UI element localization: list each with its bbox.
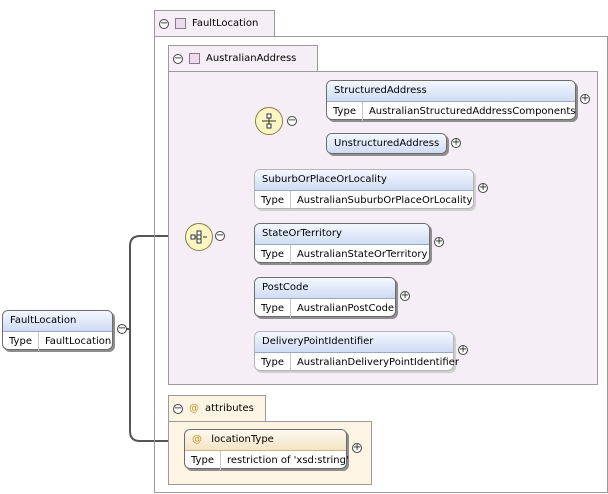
- expand-icon[interactable]: +: [451, 137, 461, 148]
- element-type-row: Type AustralianPostCode: [255, 299, 395, 318]
- unstructured-address-element[interactable]: UnstructuredAddress: [326, 133, 447, 154]
- root-element[interactable]: FaultLocation Type FaultLocation: [2, 310, 113, 351]
- type-key: Type: [185, 451, 221, 470]
- location-type-attribute[interactable]: @ locationType Type restriction of 'xsd:…: [184, 429, 349, 470]
- element-name: StateOrTerritory: [255, 224, 429, 245]
- type-key: Type: [3, 332, 39, 351]
- type-value: restriction of 'xsd:string': [226, 455, 349, 466]
- attributes-group-tab: − @ attributes: [168, 395, 266, 421]
- expand-icon[interactable]: +: [400, 290, 410, 301]
- expand-icon[interactable]: +: [478, 182, 488, 193]
- at-icon: @: [189, 403, 199, 414]
- collapse-icon[interactable]: −: [173, 52, 183, 64]
- element-name: FaultLocation: [3, 311, 112, 332]
- element-name: SuburbOrPlaceOrLocality: [255, 170, 473, 191]
- expand-icon[interactable]: +: [580, 93, 590, 104]
- group-icon: [175, 18, 186, 29]
- attribute-type-row: Type restriction of 'xsd:string': [185, 451, 349, 470]
- outer-group-tab: − FaultLocation: [154, 10, 275, 36]
- sequence-glyph: [190, 230, 207, 244]
- collapse-icon[interactable]: −: [117, 323, 127, 334]
- type-value: AustralianStateOrTerritory: [296, 249, 428, 260]
- type-key: Type: [255, 191, 291, 210]
- suburb-element[interactable]: SuburbOrPlaceOrLocality Type AustralianS…: [254, 169, 474, 210]
- element-name: DeliveryPointIdentifier: [255, 332, 453, 353]
- type-value: AustralianPostCode: [296, 303, 395, 314]
- postcode-element[interactable]: PostCode Type AustralianPostCode: [254, 277, 396, 318]
- type-value: AustralianSuburbOrPlaceOrLocality: [296, 195, 473, 206]
- collapse-icon[interactable]: −: [159, 17, 169, 29]
- element-type-row: Type AustralianStateOrTerritory: [255, 245, 429, 264]
- type-key: Type: [255, 245, 291, 264]
- collapse-icon[interactable]: −: [287, 115, 297, 126]
- group-icon: [189, 53, 200, 64]
- element-type-row: Type AustralianSuburbOrPlaceOrLocality: [255, 191, 473, 210]
- sequence-compositor-icon[interactable]: [185, 223, 213, 251]
- choice-compositor-icon[interactable]: [255, 107, 283, 135]
- element-type-row: Type AustralianStructuredAddressComponen…: [327, 102, 576, 121]
- type-value: AustralianStructuredAddressComponents: [368, 106, 576, 117]
- address-group-tab: − AustralianAddress: [168, 45, 318, 71]
- at-icon: @: [192, 434, 202, 445]
- type-value: AustralianDeliveryPointIdentifier: [296, 357, 459, 368]
- attribute-name-row: @ locationType: [185, 430, 346, 451]
- element-type-row: Type AustralianDeliveryPointIdentifier: [255, 353, 459, 372]
- delivery-point-element[interactable]: DeliveryPointIdentifier Type AustralianD…: [254, 331, 459, 372]
- attributes-group-label: attributes: [205, 403, 254, 414]
- outer-group-label: FaultLocation: [192, 18, 259, 29]
- element-name: PostCode: [255, 278, 395, 299]
- element-name: StructuredAddress: [327, 81, 575, 102]
- expand-icon[interactable]: +: [434, 236, 444, 247]
- attribute-name: locationType: [211, 434, 274, 445]
- type-key: Type: [255, 299, 291, 318]
- element-name: UnstructuredAddress: [327, 134, 446, 153]
- choice-glyph: [262, 113, 276, 129]
- state-element[interactable]: StateOrTerritory Type AustralianStateOrT…: [254, 223, 430, 264]
- address-group-label: AustralianAddress: [206, 53, 297, 64]
- type-key: Type: [327, 102, 363, 121]
- element-type-row: Type FaultLocation: [3, 332, 112, 351]
- expand-icon[interactable]: +: [458, 344, 468, 355]
- structured-address-element[interactable]: StructuredAddress Type AustralianStructu…: [326, 80, 576, 121]
- expand-icon[interactable]: +: [352, 442, 362, 453]
- type-value: FaultLocation: [44, 336, 112, 347]
- type-key: Type: [255, 353, 291, 372]
- collapse-icon[interactable]: −: [215, 230, 225, 241]
- collapse-icon[interactable]: −: [173, 402, 183, 414]
